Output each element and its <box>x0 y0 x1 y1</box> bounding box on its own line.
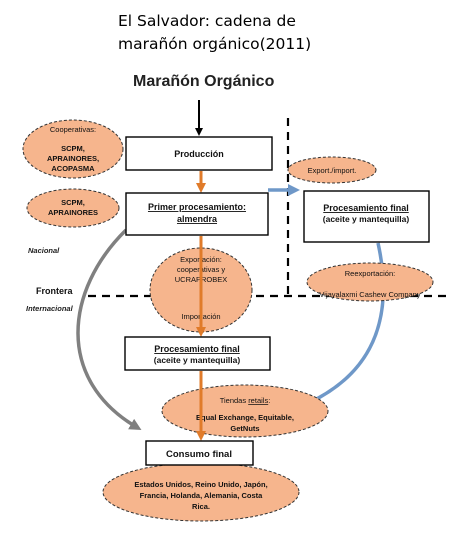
consumo-paises-line-1: Estados Unidos, Reino Unido, Japón, <box>134 480 267 489</box>
ellipse-scpm-aprainores <box>26 188 120 228</box>
box-procesamiento-final-mid <box>124 336 271 371</box>
consumo-final-label: Consumo final <box>166 449 232 460</box>
box-procesamiento-final-right <box>303 190 430 243</box>
export-import-label: Export./import. <box>308 166 357 175</box>
tiendas-line-1: Tiendas retails: <box>220 396 271 405</box>
ellipse-cooperativas <box>22 119 124 179</box>
ellipse-tiendas-retails <box>161 384 329 438</box>
scpm-line-2: APRAINORES <box>48 208 98 217</box>
reexportacion-label: Reexportación: <box>345 269 395 278</box>
title-line-2: marañón orgánico(2011) <box>118 35 311 53</box>
box-primer-procesamiento <box>125 192 269 236</box>
ellipse-export-import <box>287 156 377 184</box>
proc-final-right-line-1: Procesamiento final <box>323 203 409 213</box>
cooperativas-line-1: SCPM, <box>61 144 85 153</box>
title-line-1: El Salvador: cadena de <box>118 12 296 30</box>
nacional-label: Nacional <box>28 246 60 255</box>
tiendas-line-2: Equal Exchange, Equitable, <box>196 413 294 422</box>
scpm-line-1: SCPM, <box>61 198 85 207</box>
produccion-label: Producción <box>174 149 224 159</box>
box-consumo-final <box>145 440 254 466</box>
subtitle: Marañón Orgánico <box>133 73 275 90</box>
primer-line-1: Primer procesamiento: <box>148 202 246 212</box>
frontera-label: Frontera <box>36 286 74 296</box>
consumo-paises-line-3: Rica. <box>192 502 210 511</box>
internacional-label: Internacional <box>26 304 74 313</box>
box-produccion <box>125 136 273 171</box>
cooperativas-label: Cooperativas: <box>50 125 96 134</box>
gray-arrow-primer-to-consumo <box>76 228 142 431</box>
proc-final-right-line-2: (aceite y mantequilla) <box>323 214 410 224</box>
cooperativas-line-2: APRAINORES, <box>47 154 99 163</box>
ellipse-reexportacion <box>306 262 434 302</box>
tiendas-line-3: GetNuts <box>230 424 259 433</box>
cooperativas-line-3: ACOPASMA <box>51 164 95 173</box>
proc-final-mid-line-2: (aceite y mantequilla) <box>154 355 241 365</box>
reexportacion-company: Vijayalaxmi Cashew Company <box>319 290 420 299</box>
consumo-paises-line-2: Francia, Holanda, Alemania, Costa <box>140 491 264 500</box>
primer-line-2: almendra <box>177 214 218 224</box>
proc-final-mid-line-1: Procesamiento final <box>154 344 240 354</box>
